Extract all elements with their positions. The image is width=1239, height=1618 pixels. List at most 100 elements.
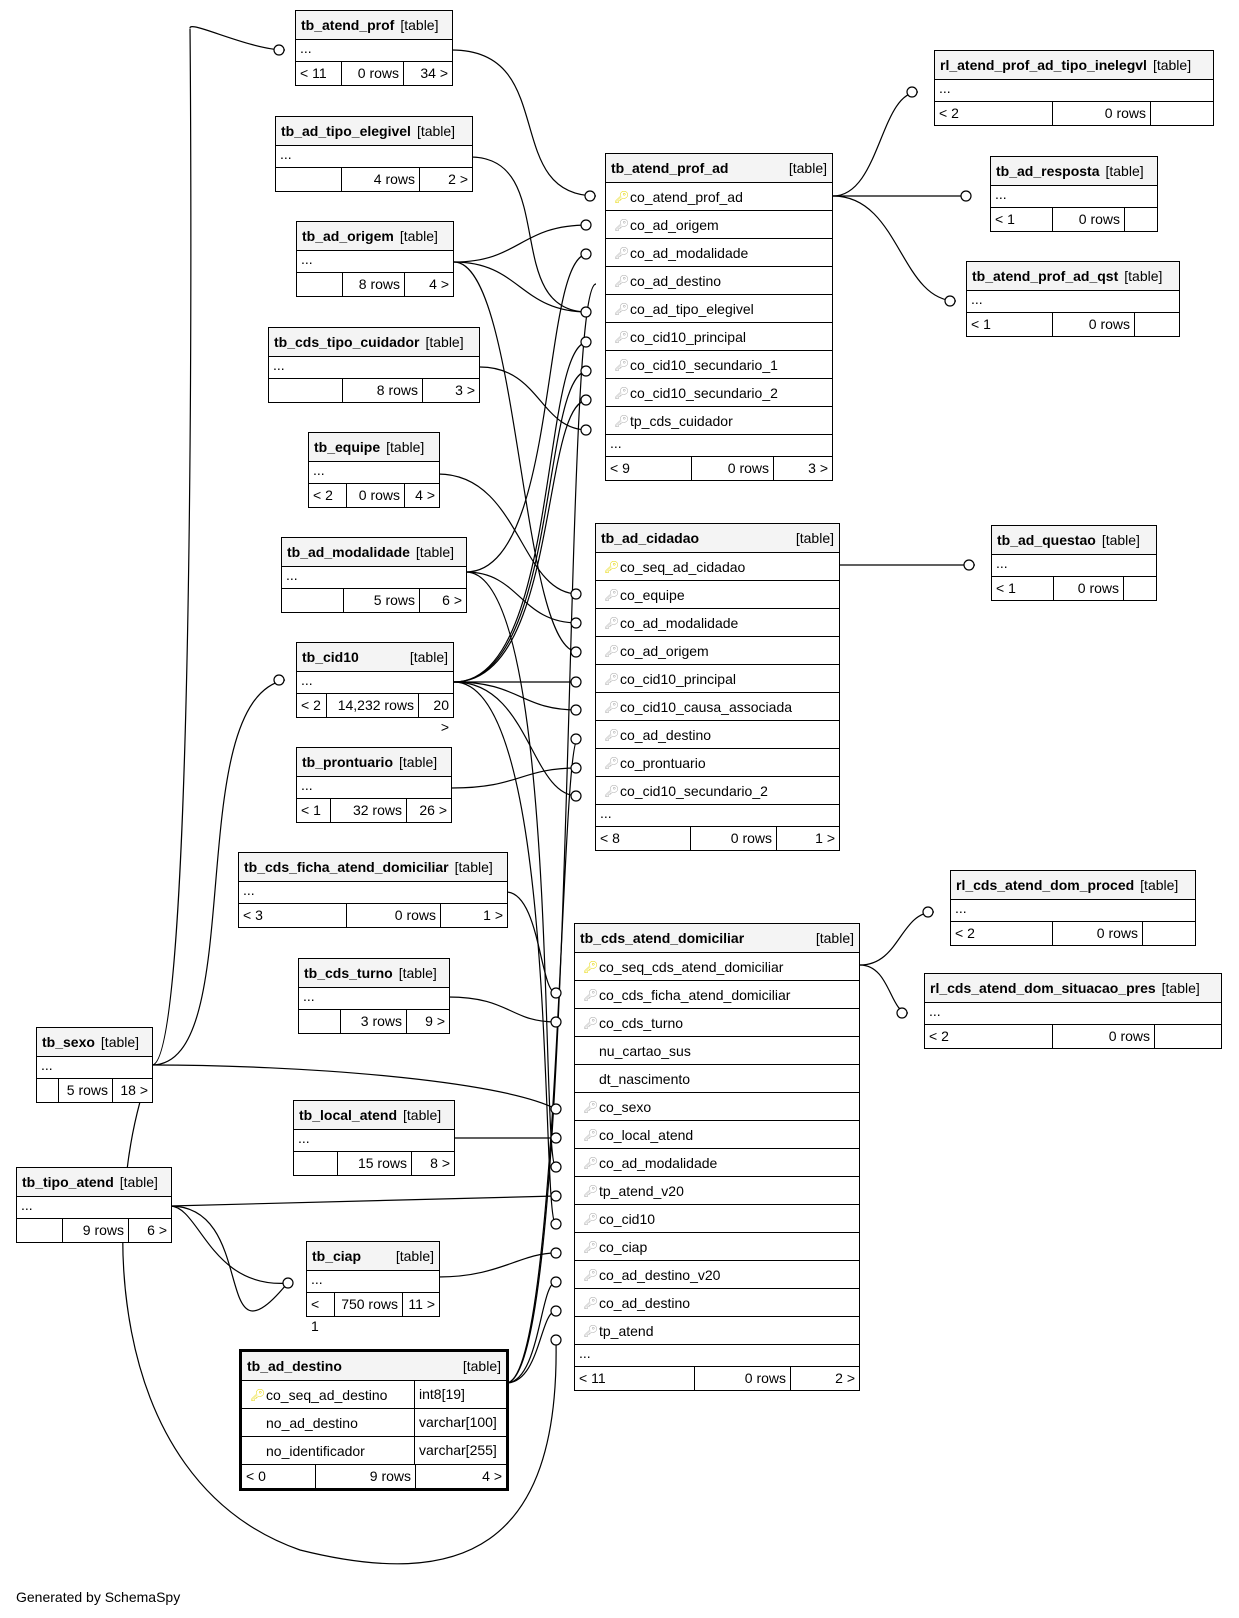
foreign-key-icon: 🔑︎ bbox=[583, 1127, 599, 1142]
column-row[interactable]: 🔑︎co_ad_destino bbox=[575, 1288, 859, 1316]
table-tb-cds-atend-domiciliar[interactable]: tb_cds_atend_domiciliar[table] 🔑︎co_seq_… bbox=[574, 923, 860, 1391]
footer-rows: 15 rows bbox=[338, 1152, 412, 1175]
column-row[interactable]: 🔑︎tp_atend_v20 bbox=[575, 1176, 859, 1204]
column-row[interactable]: 🔑︎co_ad_modalidade bbox=[606, 238, 832, 266]
foreign-key-icon: 🔑︎ bbox=[604, 699, 620, 714]
column-row[interactable]: 🔑︎co_cds_ficha_atend_domiciliar bbox=[575, 980, 859, 1008]
table-tag: [table] bbox=[399, 228, 438, 244]
ellipsis: ... bbox=[951, 899, 1195, 921]
column-row[interactable]: dt_nascimento bbox=[575, 1064, 859, 1092]
column-row[interactable]: 🔑︎tp_atend bbox=[575, 1316, 859, 1344]
footer-parents bbox=[269, 379, 343, 402]
table-name: tb_tipo_atend bbox=[22, 1174, 114, 1190]
column-name: co_ad_destino bbox=[630, 272, 722, 289]
column-row[interactable]: 🔑︎co_prontuario bbox=[596, 748, 839, 776]
column-type: varchar[255] bbox=[414, 1437, 506, 1464]
column-row[interactable]: 🔑︎co_ad_origem bbox=[606, 210, 832, 238]
ellipsis: ... bbox=[606, 434, 832, 456]
column-name: co_ad_modalidade bbox=[599, 1154, 718, 1171]
footer-children: 34 > bbox=[420, 65, 448, 81]
table-rl-atend-prof-ad-tipo-inelegvl[interactable]: rl_atend_prof_ad_tipo_inelegvl[table] ..… bbox=[934, 50, 1214, 126]
footer-children: 3 > bbox=[455, 382, 475, 398]
column-row[interactable]: 🔑︎co_atend_prof_ad bbox=[606, 182, 832, 210]
column-row[interactable]: 🔑︎co_cid10 bbox=[575, 1204, 859, 1232]
column-row[interactable]: 🔑︎co_cid10_principal bbox=[596, 664, 839, 692]
column-row[interactable]: 🔑︎co_seq_cds_atend_domiciliar bbox=[575, 952, 859, 980]
table-tag: [table] bbox=[1101, 532, 1140, 548]
table-tag: [table] bbox=[1140, 877, 1179, 893]
column-row[interactable]: 🔑︎co_ad_origem bbox=[596, 636, 839, 664]
table-name: tb_cds_ficha_atend_domiciliar bbox=[244, 859, 449, 875]
column-row[interactable]: 🔑︎co_local_atend bbox=[575, 1120, 859, 1148]
table-tag: [table] bbox=[409, 649, 448, 665]
footer-parents bbox=[276, 168, 342, 191]
table-name: tb_ad_modalidade bbox=[287, 544, 410, 560]
table-tb-cds-ficha-atend-domiciliar[interactable]: tb_cds_ficha_atend_domiciliar[table] ...… bbox=[238, 852, 508, 928]
column-row[interactable]: 🔑︎tp_cds_cuidador bbox=[606, 406, 832, 434]
footer-parents bbox=[297, 273, 343, 296]
column-row[interactable]: 🔑︎co_cds_turno bbox=[575, 1008, 859, 1036]
column-row[interactable]: 🔑︎co_ad_destino bbox=[606, 266, 832, 294]
table-tag: [table] bbox=[415, 544, 455, 560]
column-name: tp_atend bbox=[599, 1322, 654, 1339]
column-row[interactable]: nu_cartao_sus bbox=[575, 1036, 859, 1064]
column-name: co_ad_modalidade bbox=[620, 614, 739, 631]
column-row[interactable]: 🔑︎co_ad_destino bbox=[596, 720, 839, 748]
column-row[interactable]: 🔑︎co_equipe bbox=[596, 580, 839, 608]
table-name: tb_ciap bbox=[312, 1248, 362, 1264]
table-rl-cds-atend-dom-situacao-pres[interactable]: rl_cds_atend_dom_situacao_pres[table] ..… bbox=[924, 973, 1222, 1049]
footer-children: 6 > bbox=[147, 1222, 167, 1238]
column-name: co_cid10_causa_associada bbox=[620, 698, 793, 715]
column-row[interactable]: 🔑︎co_ad_destino_v20 bbox=[575, 1260, 859, 1288]
ellipsis: ... bbox=[925, 1002, 1221, 1024]
table-tb-ad-destino[interactable]: tb_ad_destino[table] 🔑︎co_seq_ad_destino… bbox=[239, 1349, 509, 1491]
table-tb-atend-prof-ad[interactable]: tb_atend_prof_ad[table] 🔑︎co_atend_prof_… bbox=[605, 153, 833, 481]
column-row[interactable]: 🔑︎co_cid10_secundario_1 bbox=[606, 350, 832, 378]
column-row[interactable]: 🔑︎co_seq_ad_cidadao bbox=[596, 552, 839, 580]
foreign-key-icon: 🔑︎ bbox=[614, 329, 630, 344]
footer-rows: 0 rows bbox=[695, 1367, 791, 1390]
table-tag: [table] bbox=[1161, 980, 1200, 996]
column-name: co_ad_origem bbox=[620, 642, 709, 659]
column-type: varchar[100] bbox=[414, 1409, 506, 1436]
column-row[interactable]: 🔑︎co_cid10_secundario_2 bbox=[596, 776, 839, 804]
table-name: tb_atend_prof_ad_qst bbox=[972, 268, 1119, 284]
column-row[interactable]: 🔑︎co_sexo bbox=[575, 1092, 859, 1120]
footer-parents: < 1 bbox=[307, 1293, 335, 1334]
ellipsis: ... bbox=[296, 39, 452, 61]
column-row[interactable]: 🔑︎co_cid10_principal bbox=[606, 322, 832, 350]
table-tag: [table] bbox=[399, 754, 438, 770]
ellipsis: ... bbox=[269, 356, 479, 378]
column-row[interactable]: 🔑︎co_cid10_secundario_2 bbox=[606, 378, 832, 406]
ellipsis: ... bbox=[967, 290, 1179, 312]
column-row[interactable]: 🔑︎co_ciap bbox=[575, 1232, 859, 1260]
column-row[interactable]: 🔑︎co_cid10_causa_associada bbox=[596, 692, 839, 720]
table-name: tb_sexo bbox=[42, 1034, 95, 1050]
column-row[interactable]: 🔑︎co_ad_tipo_elegivel bbox=[606, 294, 832, 322]
column-row[interactable]: 🔑︎co_ad_modalidade bbox=[596, 608, 839, 636]
table-tb-ad-cidadao[interactable]: tb_ad_cidadao[table] 🔑︎co_seq_ad_cidadao… bbox=[595, 523, 840, 851]
column-row[interactable]: 🔑︎co_ad_modalidade bbox=[575, 1148, 859, 1176]
footer-rows: 14,232 rows bbox=[327, 694, 419, 717]
